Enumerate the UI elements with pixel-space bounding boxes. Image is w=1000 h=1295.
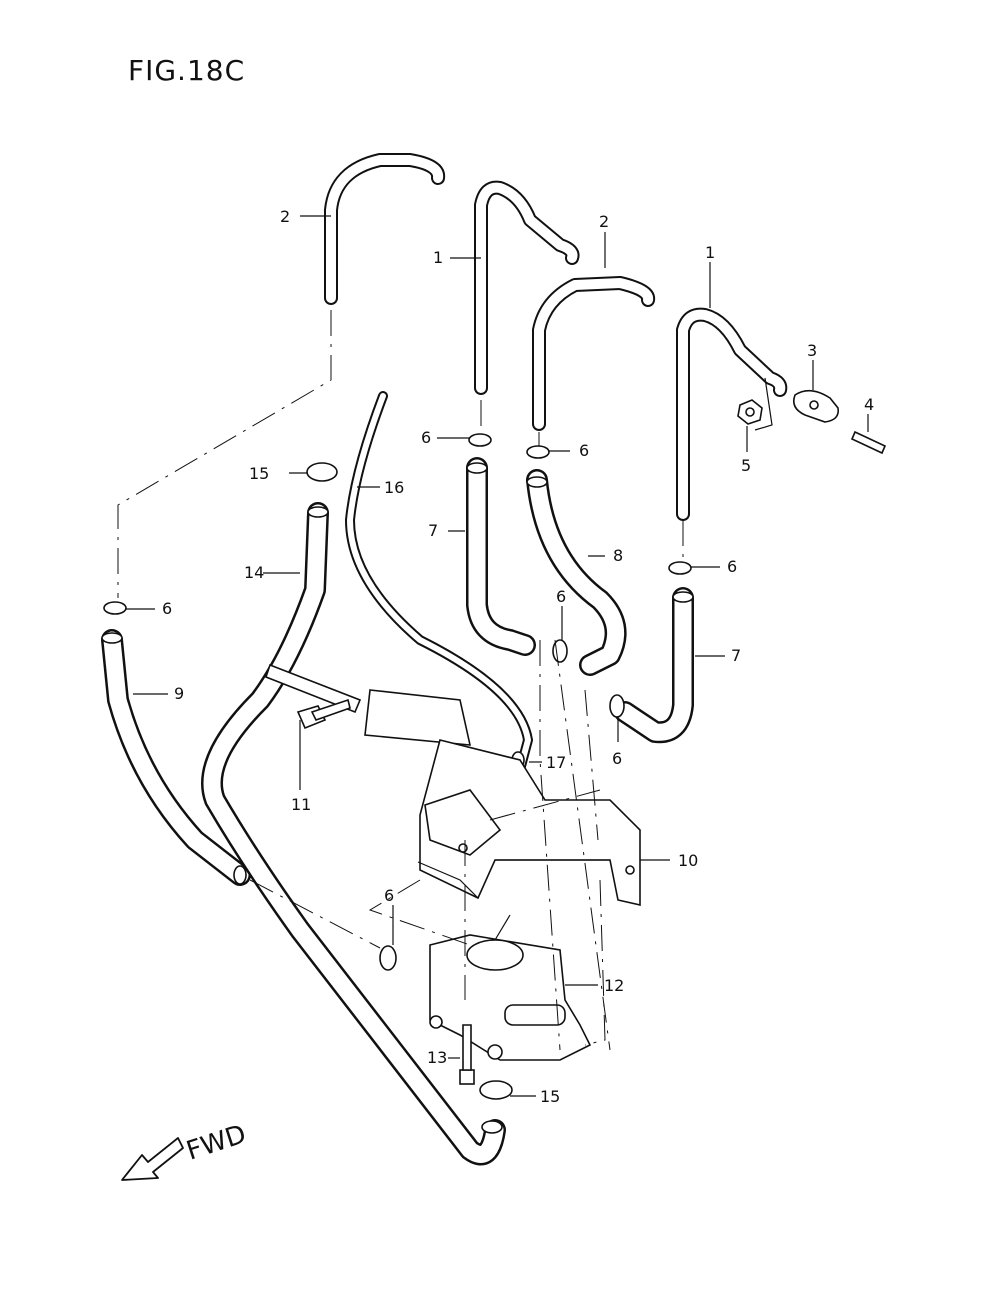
hose-9 (101, 629, 251, 886)
callout-14: 14 (244, 563, 264, 582)
callout-17: 17 (546, 753, 566, 772)
callout-1: 1 (705, 243, 715, 262)
hose-14 (201, 502, 506, 1166)
callout-6: 6 (579, 441, 589, 460)
hose-8 (526, 469, 627, 676)
hose-end (526, 476, 548, 488)
cap-15 (306, 462, 338, 482)
clamp-6 (609, 694, 625, 718)
leader-lines (125, 215, 869, 1097)
bolt-13 (459, 1024, 475, 1085)
callout-7: 7 (428, 521, 438, 540)
cap-15 (479, 1080, 513, 1100)
callout-12: 12 (604, 976, 624, 995)
callout-16: 16 (384, 478, 404, 497)
callout-2: 2 (280, 207, 290, 226)
callout-15: 15 (249, 464, 269, 483)
hose-7-right (614, 587, 694, 744)
clamp-6 (468, 433, 492, 447)
callout-10: 10 (678, 851, 698, 870)
callout-labels: 2 1 2 1 3 4 5 6 6 6 6 6 6 6 7 7 8 9 10 1… (162, 207, 874, 1106)
clamp-6 (379, 945, 397, 971)
reed-valve-12 (429, 914, 592, 1061)
hose-2-left (324, 153, 446, 305)
hose-1-right (676, 307, 788, 521)
callout-6: 6 (162, 599, 172, 618)
clamp-6 (526, 445, 550, 459)
hose-end (233, 865, 247, 885)
hose-16 (345, 391, 533, 775)
air-valve-body-10 (364, 689, 641, 907)
hose-7-center (466, 457, 536, 656)
callout-6: 6 (556, 587, 566, 606)
callout-9: 9 (174, 684, 184, 703)
callout-13: 13 (427, 1048, 447, 1067)
clamp-6 (668, 561, 692, 575)
callout-6: 6 (612, 749, 622, 768)
hose-end (466, 462, 488, 474)
hose-1-center (474, 180, 580, 395)
alignment-lines (117, 310, 684, 1051)
callout-3: 3 (807, 341, 817, 360)
hose-end (672, 591, 694, 603)
figure-title: FIG.18C (128, 54, 246, 87)
stud-4 (850, 430, 887, 455)
callout-4: 4 (864, 395, 874, 414)
callout-2: 2 (599, 212, 609, 231)
hose-bracket (265, 663, 362, 714)
callout-6: 6 (384, 886, 394, 905)
forward-arrow-icon (121, 1137, 184, 1181)
callout-6: 6 (421, 428, 431, 447)
clamp-6 (552, 639, 568, 663)
callout-8: 8 (613, 546, 623, 565)
callout-15: 15 (540, 1087, 560, 1106)
callout-1: 1 (433, 248, 443, 267)
bolt-11 (296, 698, 351, 730)
callout-5: 5 (741, 456, 751, 475)
callout-11: 11 (291, 795, 311, 814)
callout-7: 7 (731, 646, 741, 665)
callout-6: 6 (727, 557, 737, 576)
nut-5 (737, 399, 763, 425)
hose-end (101, 632, 123, 644)
fwd-label: FWD (183, 1119, 250, 1166)
hose-end (481, 1120, 503, 1134)
gasket-3 (792, 389, 840, 423)
hose-end (307, 506, 329, 518)
hose-2-right (532, 276, 656, 431)
clamp-6 (103, 601, 127, 615)
